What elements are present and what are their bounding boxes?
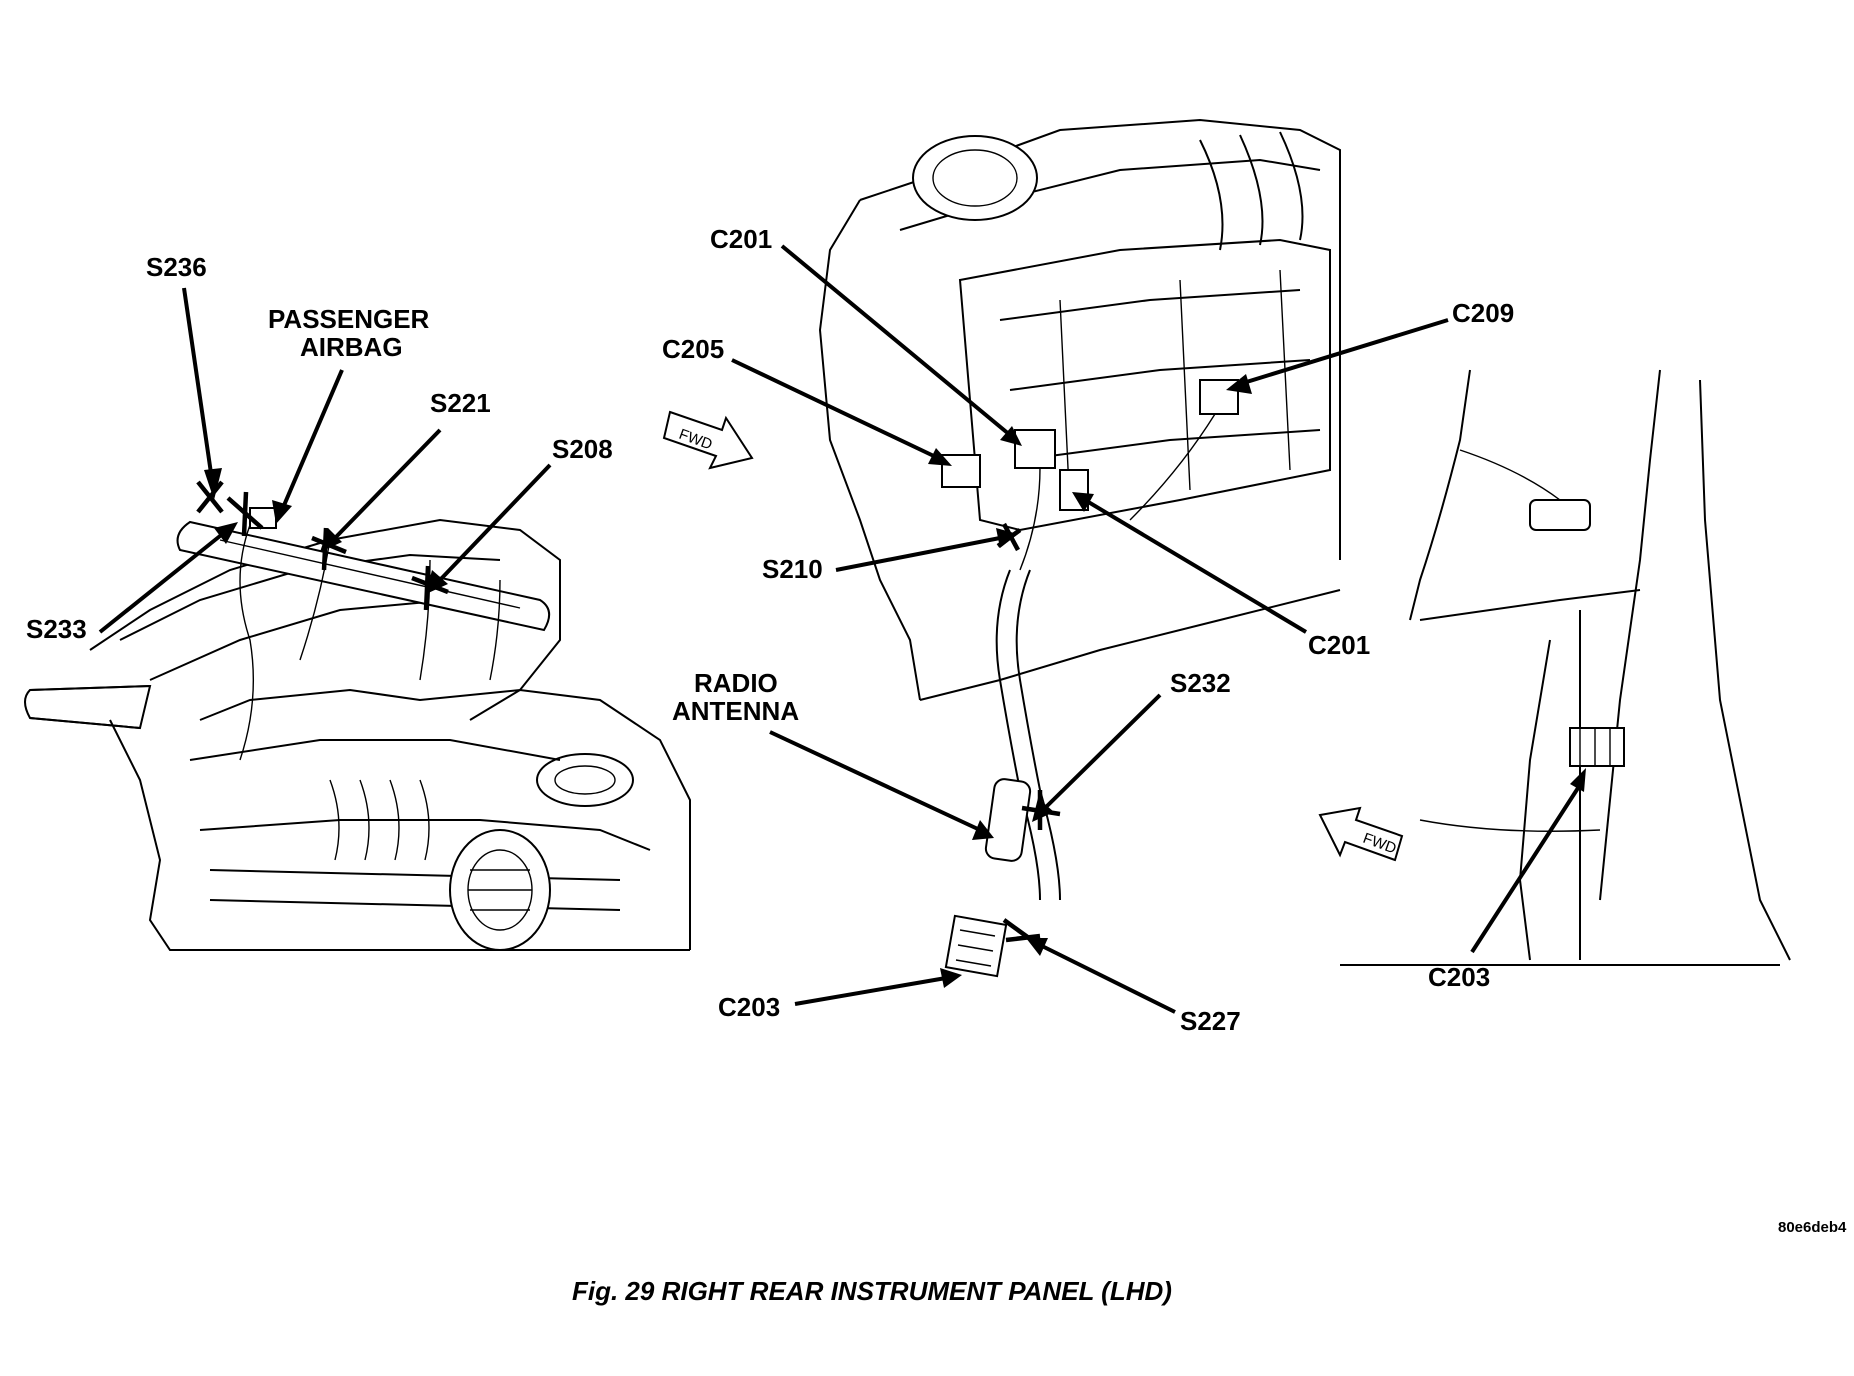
fwd-arrow-center: FWD bbox=[662, 410, 754, 470]
label-radio-antenna-line2: ANTENNA bbox=[672, 696, 799, 726]
label-s233: S233 bbox=[26, 614, 87, 644]
label-s221: S221 bbox=[430, 388, 491, 418]
label-s208: S208 bbox=[552, 434, 613, 464]
image-code: 80e6deb4 bbox=[1778, 1219, 1847, 1236]
label-c201-bottom: C201 bbox=[1308, 630, 1370, 660]
label-s236: S236 bbox=[146, 252, 207, 282]
fwd-arrow-right: FWD bbox=[1318, 806, 1404, 862]
figure-caption: Fig. 29 RIGHT REAR INSTRUMENT PANEL (LHD… bbox=[572, 1276, 1172, 1306]
label-s227: S227 bbox=[1180, 1006, 1241, 1036]
center-module-view bbox=[818, 118, 1341, 978]
label-c203-center: C203 bbox=[718, 992, 780, 1022]
label-c205: C205 bbox=[662, 334, 724, 364]
right-body-view bbox=[1340, 369, 1791, 966]
label-c203-right: C203 bbox=[1428, 962, 1490, 992]
leader-arrows bbox=[98, 244, 1586, 1014]
label-s232: S232 bbox=[1170, 668, 1231, 698]
label-radio-antenna: RADIO bbox=[694, 668, 778, 698]
label-c201-top: C201 bbox=[710, 224, 772, 254]
label-s210: S210 bbox=[762, 554, 823, 584]
splice-marks bbox=[196, 480, 1061, 948]
label-passenger-airbag-line2: AIRBAG bbox=[300, 332, 403, 362]
label-c209: C209 bbox=[1452, 298, 1514, 328]
label-passenger-airbag: PASSENGER bbox=[268, 304, 430, 334]
left-instrument-panel-view bbox=[24, 507, 691, 951]
